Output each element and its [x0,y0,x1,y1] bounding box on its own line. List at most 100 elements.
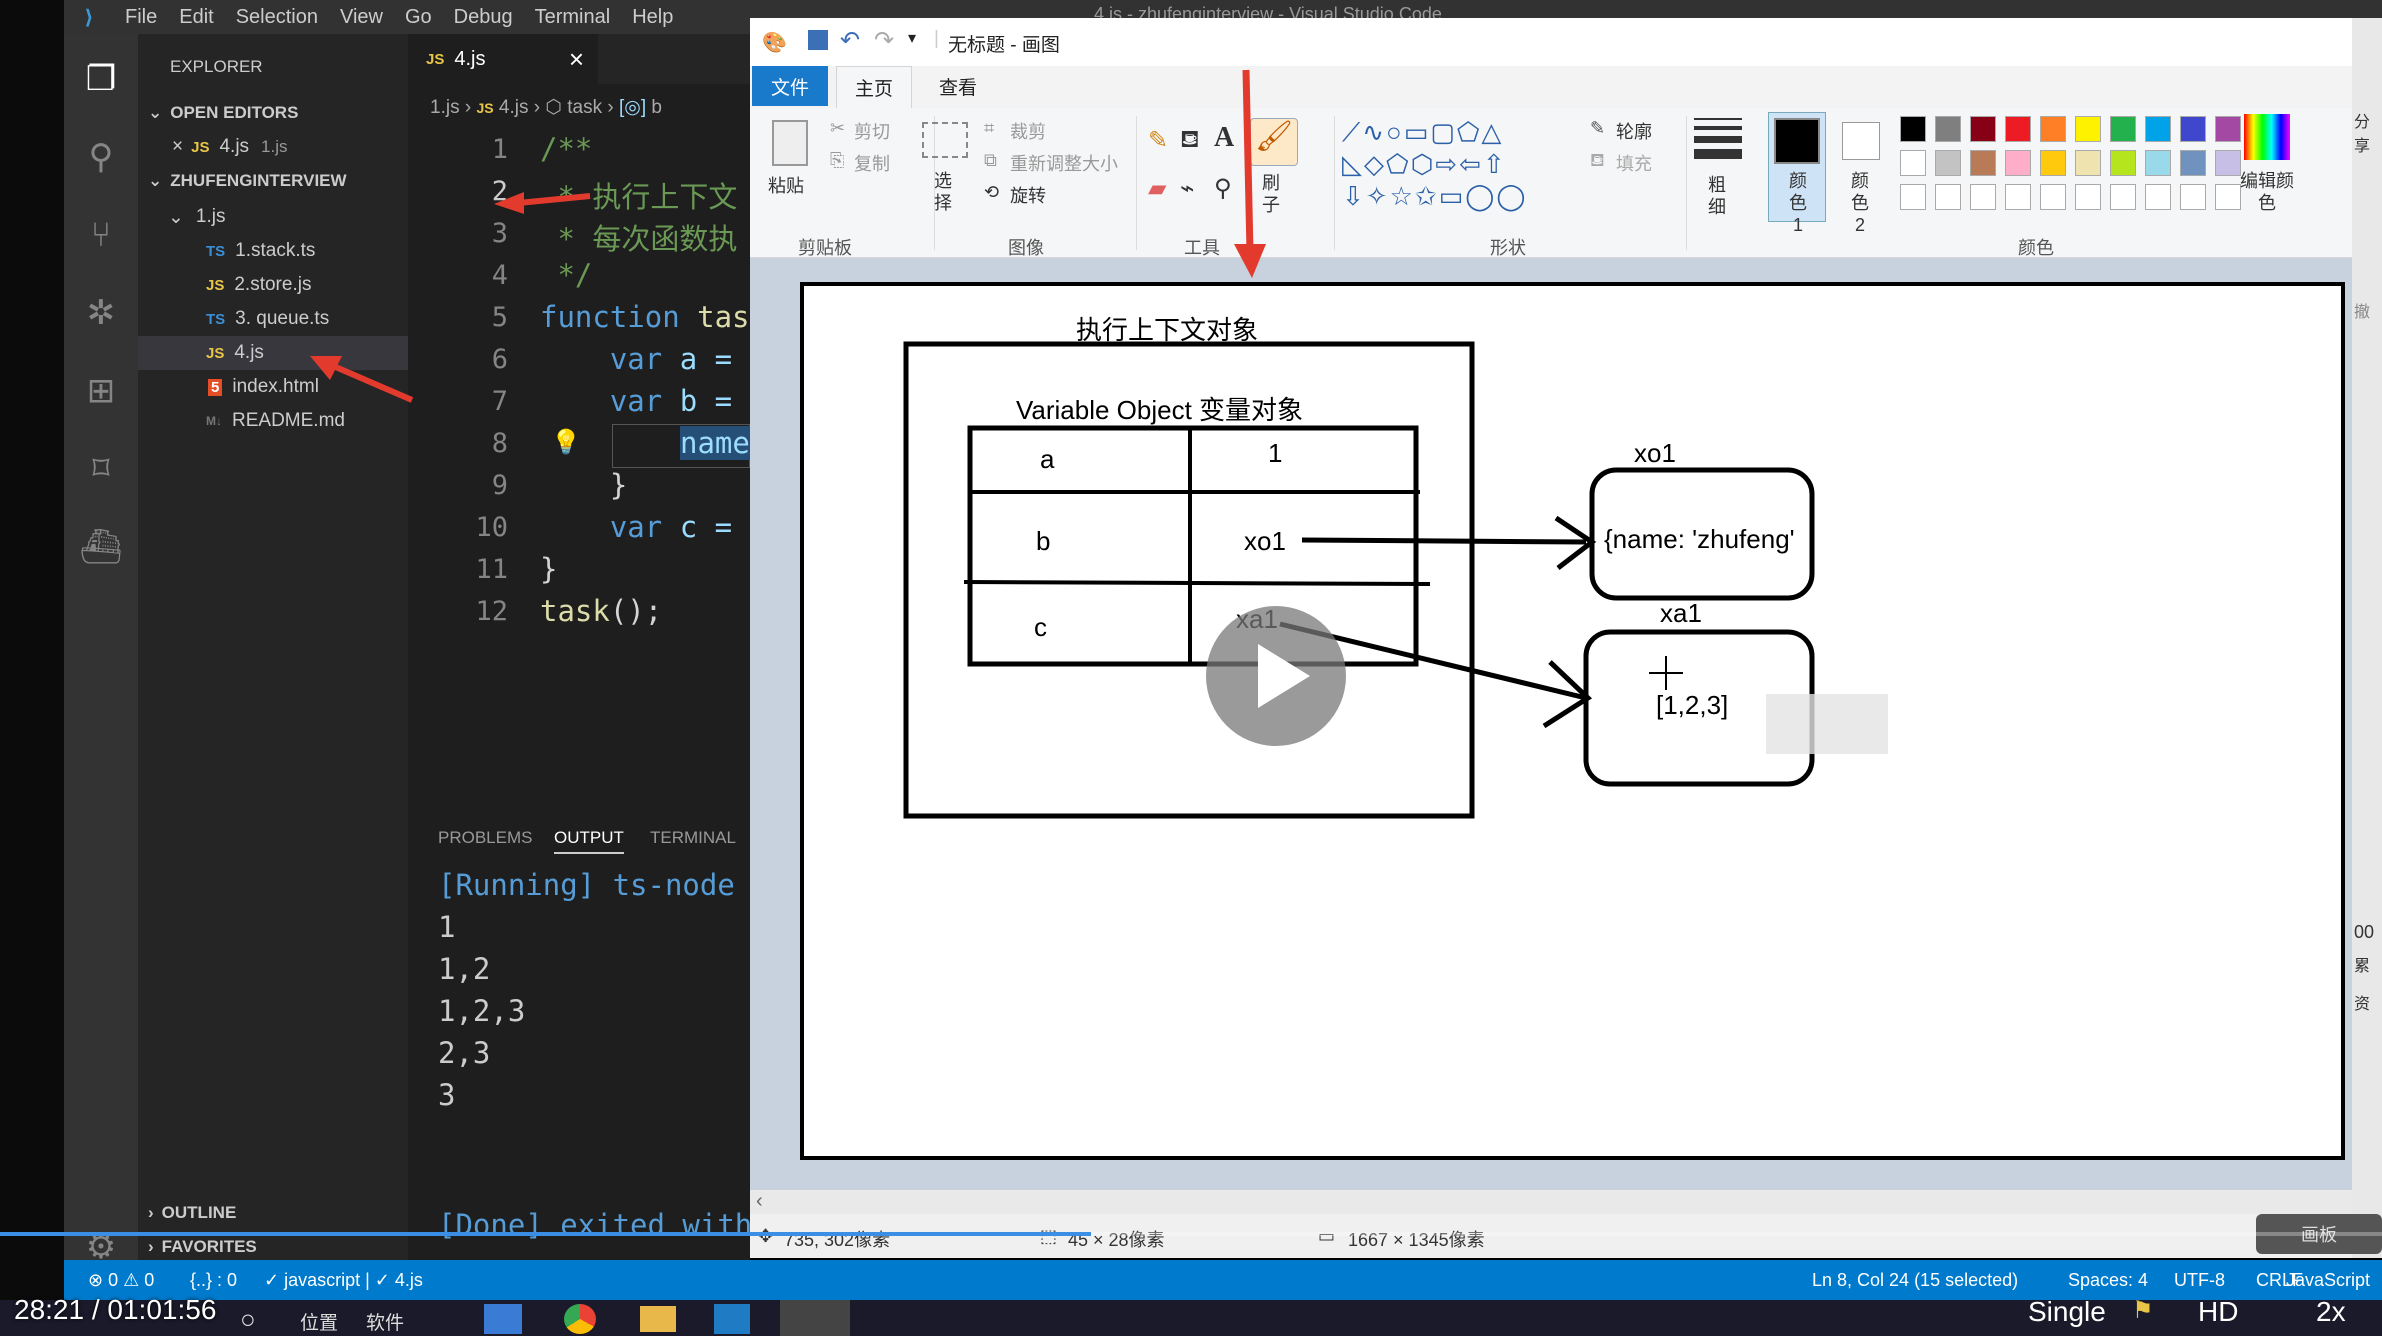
fill-bucket-icon[interactable]: ⛾ [1180,126,1200,153]
resize-label[interactable]: 重新调整大小 [1010,154,1118,174]
code-line-4[interactable]: */ [540,258,593,292]
color2-swatch[interactable] [1842,122,1880,160]
encoding[interactable]: UTF-8 [2174,1270,2225,1290]
menu-help[interactable]: Help [632,5,674,28]
color-swatch[interactable] [2040,116,2066,142]
menu-selection[interactable]: Selection [235,5,318,28]
menu-file[interactable]: File [125,5,158,28]
source-control-icon[interactable]: ⑂ [90,215,112,254]
size-icon[interactable] [1694,118,1742,174]
file-item[interactable]: JS 2.store.js [138,268,408,302]
video-progress-track[interactable] [0,1232,2382,1236]
file-item[interactable]: TS 3. queue.ts [138,302,408,336]
code-line-12[interactable]: task(); [540,594,750,628]
paste-icon[interactable] [772,120,808,166]
eraser-icon[interactable]: ▰ [1148,175,1167,202]
shapes-gallery[interactable]: ⟋∿○▭▢⬠△ ◺◇⬠⬡⇨⇦⇧ ⇩✧☆✩▭◯◯ [1342,116,1568,216]
redo-icon[interactable]: ↷ [874,27,895,54]
file-item[interactable]: 5 index.html [138,370,408,404]
close-icon[interactable]: × [568,43,584,74]
vscode-task-icon[interactable] [714,1304,750,1334]
code-line-11[interactable]: } [540,552,558,586]
open-editor-item[interactable]: × JS 4.js 1.js [138,130,408,164]
color-swatch[interactable] [2110,116,2136,142]
cursor-position[interactable]: Ln 8, Col 24 (15 selected) [1812,1270,2019,1290]
magnifier-icon[interactable]: ⚲ [1214,175,1232,202]
extensions-icon[interactable]: ⊞ [86,372,116,410]
color-swatch[interactable] [1900,150,1926,176]
color-swatch[interactable] [2040,150,2066,176]
color-swatch[interactable] [1970,116,1996,142]
open-editors-header[interactable]: ⌄ OPEN EDITORS [138,96,408,130]
color-swatch[interactable] [2180,116,2206,142]
crumb-folder[interactable]: 1.js [430,97,460,118]
code-line-6[interactable]: var a = [540,342,750,376]
drawing-board-label[interactable]: 画板 [2256,1214,2382,1254]
problems-count[interactable]: ⊗ 0 ⚠ 0 [88,1270,155,1290]
color-picker-icon[interactable]: ⌁ [1180,175,1195,202]
favorites-header[interactable]: › FAVORITES [138,1230,408,1264]
color-swatch[interactable] [2005,116,2031,142]
save-icon[interactable] [808,30,828,50]
color-swatch[interactable] [2110,184,2136,210]
cut-label[interactable]: 剪切 [854,122,890,142]
drawing-canvas[interactable]: 执行上下文对象 Variable Object 变量对象 a 1 b xo1 c… [800,282,2345,1160]
code-line-8[interactable]: name [680,426,750,460]
color2-label[interactable]: 颜色 2 [1851,171,1869,235]
file-item-selected[interactable]: JS 4.js [138,336,408,370]
polygon-shape-icon[interactable]: ◺◇⬠⬡⇨⇦⇧ [1342,149,1507,179]
code-line-7[interactable]: var b = [540,384,750,418]
software-label[interactable]: 软件 [366,1313,405,1334]
crumb-symbol[interactable]: task [567,97,603,118]
color-swatch[interactable] [2075,116,2101,142]
pencil-icon[interactable]: ✎ [1148,127,1169,154]
size-label[interactable]: 粗细 [1708,175,1726,217]
tab-problems[interactable]: PROBLEMS [438,828,533,847]
tab-view[interactable]: 查看 [938,77,977,99]
search-icon[interactable]: ⚲ [88,138,114,176]
code-line-2[interactable]: * 执行上下文 [540,180,738,214]
edit-colors-icon[interactable] [2244,114,2290,160]
indentation[interactable]: Spaces: 4 [2068,1270,2149,1290]
play-button[interactable] [1206,606,1346,746]
debug-icon[interactable]: ✲ [86,294,116,332]
tab-output[interactable]: OUTPUT [554,828,624,854]
crumb-file[interactable]: 4.js [498,97,529,118]
docker-icon[interactable]: ⛴ [79,528,123,566]
color-swatch[interactable] [2215,184,2241,210]
selection-rect[interactable] [1766,694,1888,754]
code-line-1[interactable]: /** [540,132,593,166]
crop-label[interactable]: 裁剪 [1010,122,1046,142]
line-endings[interactable]: CRLF [2256,1270,2304,1290]
tab-file[interactable]: 文件 [752,66,828,106]
color-swatch[interactable] [2005,184,2031,210]
bookmark-icon[interactable]: ⌑ [92,450,110,488]
quality-hd[interactable]: HD [2198,1296,2239,1327]
color-swatch[interactable] [2180,150,2206,176]
edit-colors-label[interactable]: 编辑颜色 [2240,171,2294,213]
arrow-shape-icon[interactable]: ⇩✧☆✩▭◯◯ [1342,181,1528,211]
text-tool-icon[interactable]: A [1214,122,1235,153]
brace-count[interactable]: {..} : 0 [190,1270,238,1290]
brush-icon[interactable]: 🖌 [1250,118,1298,166]
select-icon[interactable] [922,122,968,158]
tray-icon[interactable]: ⚑ [2132,1297,2154,1324]
color-swatch[interactable] [1970,150,1996,176]
outline-label[interactable]: 轮廓 [1616,122,1652,142]
color-swatch[interactable] [1935,150,1961,176]
location-label[interactable]: 位置 [300,1313,339,1334]
resize-icon[interactable]: ⧉ [984,150,997,170]
menu-terminal[interactable]: Terminal [534,5,611,28]
color-swatch[interactable] [2075,184,2101,210]
copy-label[interactable]: 复制 [854,154,890,174]
outline-header[interactable]: › OUTLINE [138,1196,408,1230]
color-swatch[interactable] [2040,184,2066,210]
app-icon[interactable] [484,1304,522,1334]
search-icon[interactable]: ○ [240,1304,256,1334]
fill-icon[interactable]: ⛾ [1590,150,1605,170]
tab-4js[interactable]: JS 4.js × [408,34,598,84]
color-swatch[interactable] [1900,116,1926,142]
explorer-icon[interactable]: ❐ [85,60,117,98]
folder-icon[interactable] [640,1306,676,1332]
horizontal-scrollbar[interactable]: ‹ [750,1190,2352,1214]
